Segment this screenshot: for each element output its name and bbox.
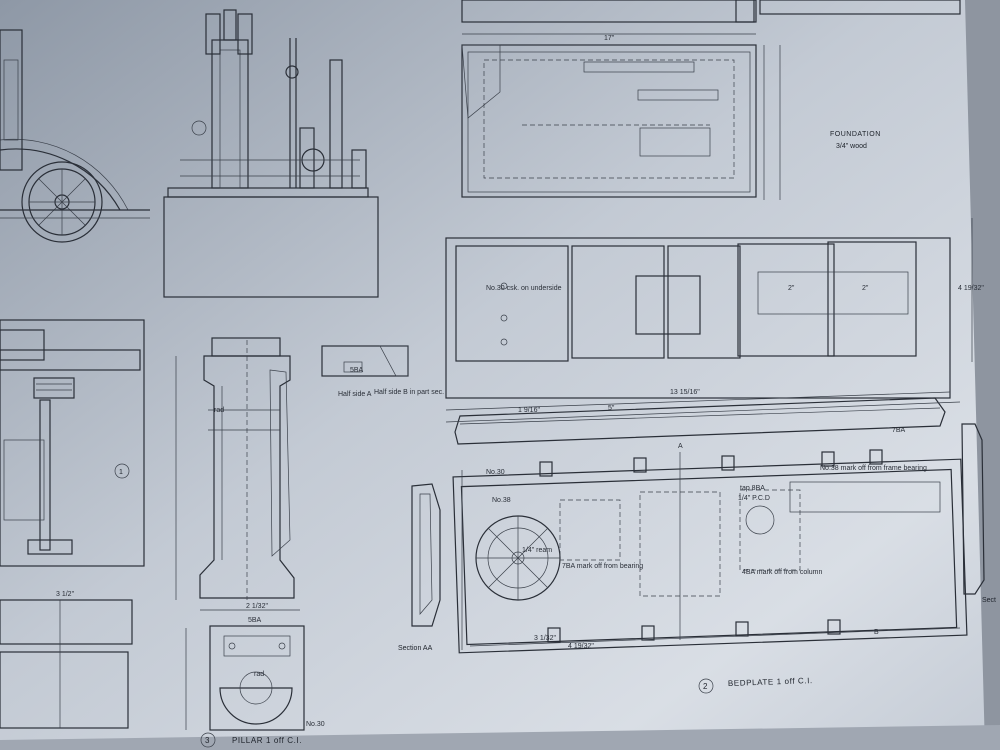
paper-edge-shadow bbox=[965, 0, 1000, 750]
pillar-title: PILLAR 1 off C.I. bbox=[232, 736, 302, 745]
section-partial-label: Sect bbox=[982, 597, 996, 604]
shaft-gear-view bbox=[0, 319, 145, 729]
note-pcd: 1/4" P.C.D bbox=[738, 495, 770, 502]
bedplate-title: BEDPLATE 1 off C.I. bbox=[728, 676, 813, 688]
foundation-material: 3/4" wood bbox=[836, 143, 867, 150]
note-5ba-pillar: 5BA bbox=[248, 617, 262, 624]
dim-1-9-16: 1 9/16" bbox=[518, 407, 540, 414]
paper-bottom-edge bbox=[0, 725, 1000, 750]
note-mark-column: 4BA mark off from column bbox=[742, 569, 823, 576]
dim-2-left: 2" bbox=[788, 285, 795, 292]
dim-13-15-16: 13 15/16" bbox=[670, 389, 700, 396]
dim-2-1-32: 2 1/32" bbox=[246, 603, 268, 610]
note-countersink: No.30 csk. on underside bbox=[486, 285, 562, 292]
bedplate-underside-view bbox=[411, 423, 985, 654]
note-mark-bearing: 7BA mark off from bearing bbox=[562, 563, 643, 570]
pillar-elevation-view bbox=[175, 337, 409, 731]
note-ream: 1/4" ream bbox=[522, 547, 552, 554]
note-no38: No.38 bbox=[492, 497, 511, 504]
note-mark-frame: No.38 mark off from frame bearing bbox=[820, 465, 927, 472]
dim-3-1-2: 3 1/2" bbox=[56, 591, 75, 598]
bedplate-number: 2 bbox=[703, 682, 708, 691]
dim-3-1-32: 3 1/32" bbox=[534, 635, 556, 642]
note-half-side-a: Half side A bbox=[338, 391, 372, 398]
dim-5: 5" bbox=[608, 405, 615, 412]
note-rad: rad bbox=[214, 407, 224, 414]
dimension-lines bbox=[185, 401, 961, 730]
foundation-title: FOUNDATION bbox=[830, 131, 881, 138]
note-half-side-b: Half side B in part sec. bbox=[374, 389, 444, 396]
dim-4-19-32-bottom: 4 19/32" bbox=[568, 643, 594, 650]
view-ref-one: 1 bbox=[119, 469, 123, 476]
dim-17: 17" bbox=[604, 35, 615, 42]
pillar-number: 3 bbox=[205, 736, 210, 745]
section-letter-b: B bbox=[874, 629, 879, 636]
pillar-number-circle bbox=[200, 732, 216, 748]
dim-4-19-32-top: 4 19/32" bbox=[958, 285, 984, 292]
section-aa-label: Section AA bbox=[398, 645, 433, 652]
engine-flywheel-view bbox=[0, 29, 150, 243]
dim-2-right: 2" bbox=[862, 285, 869, 292]
section-letter-a: A bbox=[678, 443, 683, 450]
note-no30-top: No.30 bbox=[486, 469, 505, 476]
engine-elevation-view bbox=[163, 9, 379, 298]
note-no30-pillar: No.30 bbox=[306, 721, 325, 728]
note-7ba: 7BA bbox=[892, 427, 906, 434]
foundation-plan-view bbox=[461, 0, 961, 200]
bedplate-plan-view bbox=[445, 218, 973, 445]
note-tap-8ba: tap 8BA bbox=[740, 485, 765, 492]
note-5ba-side: 5BA bbox=[350, 367, 364, 374]
note-rad-2: rad bbox=[254, 671, 264, 678]
bedplate-number-circle bbox=[698, 678, 714, 694]
